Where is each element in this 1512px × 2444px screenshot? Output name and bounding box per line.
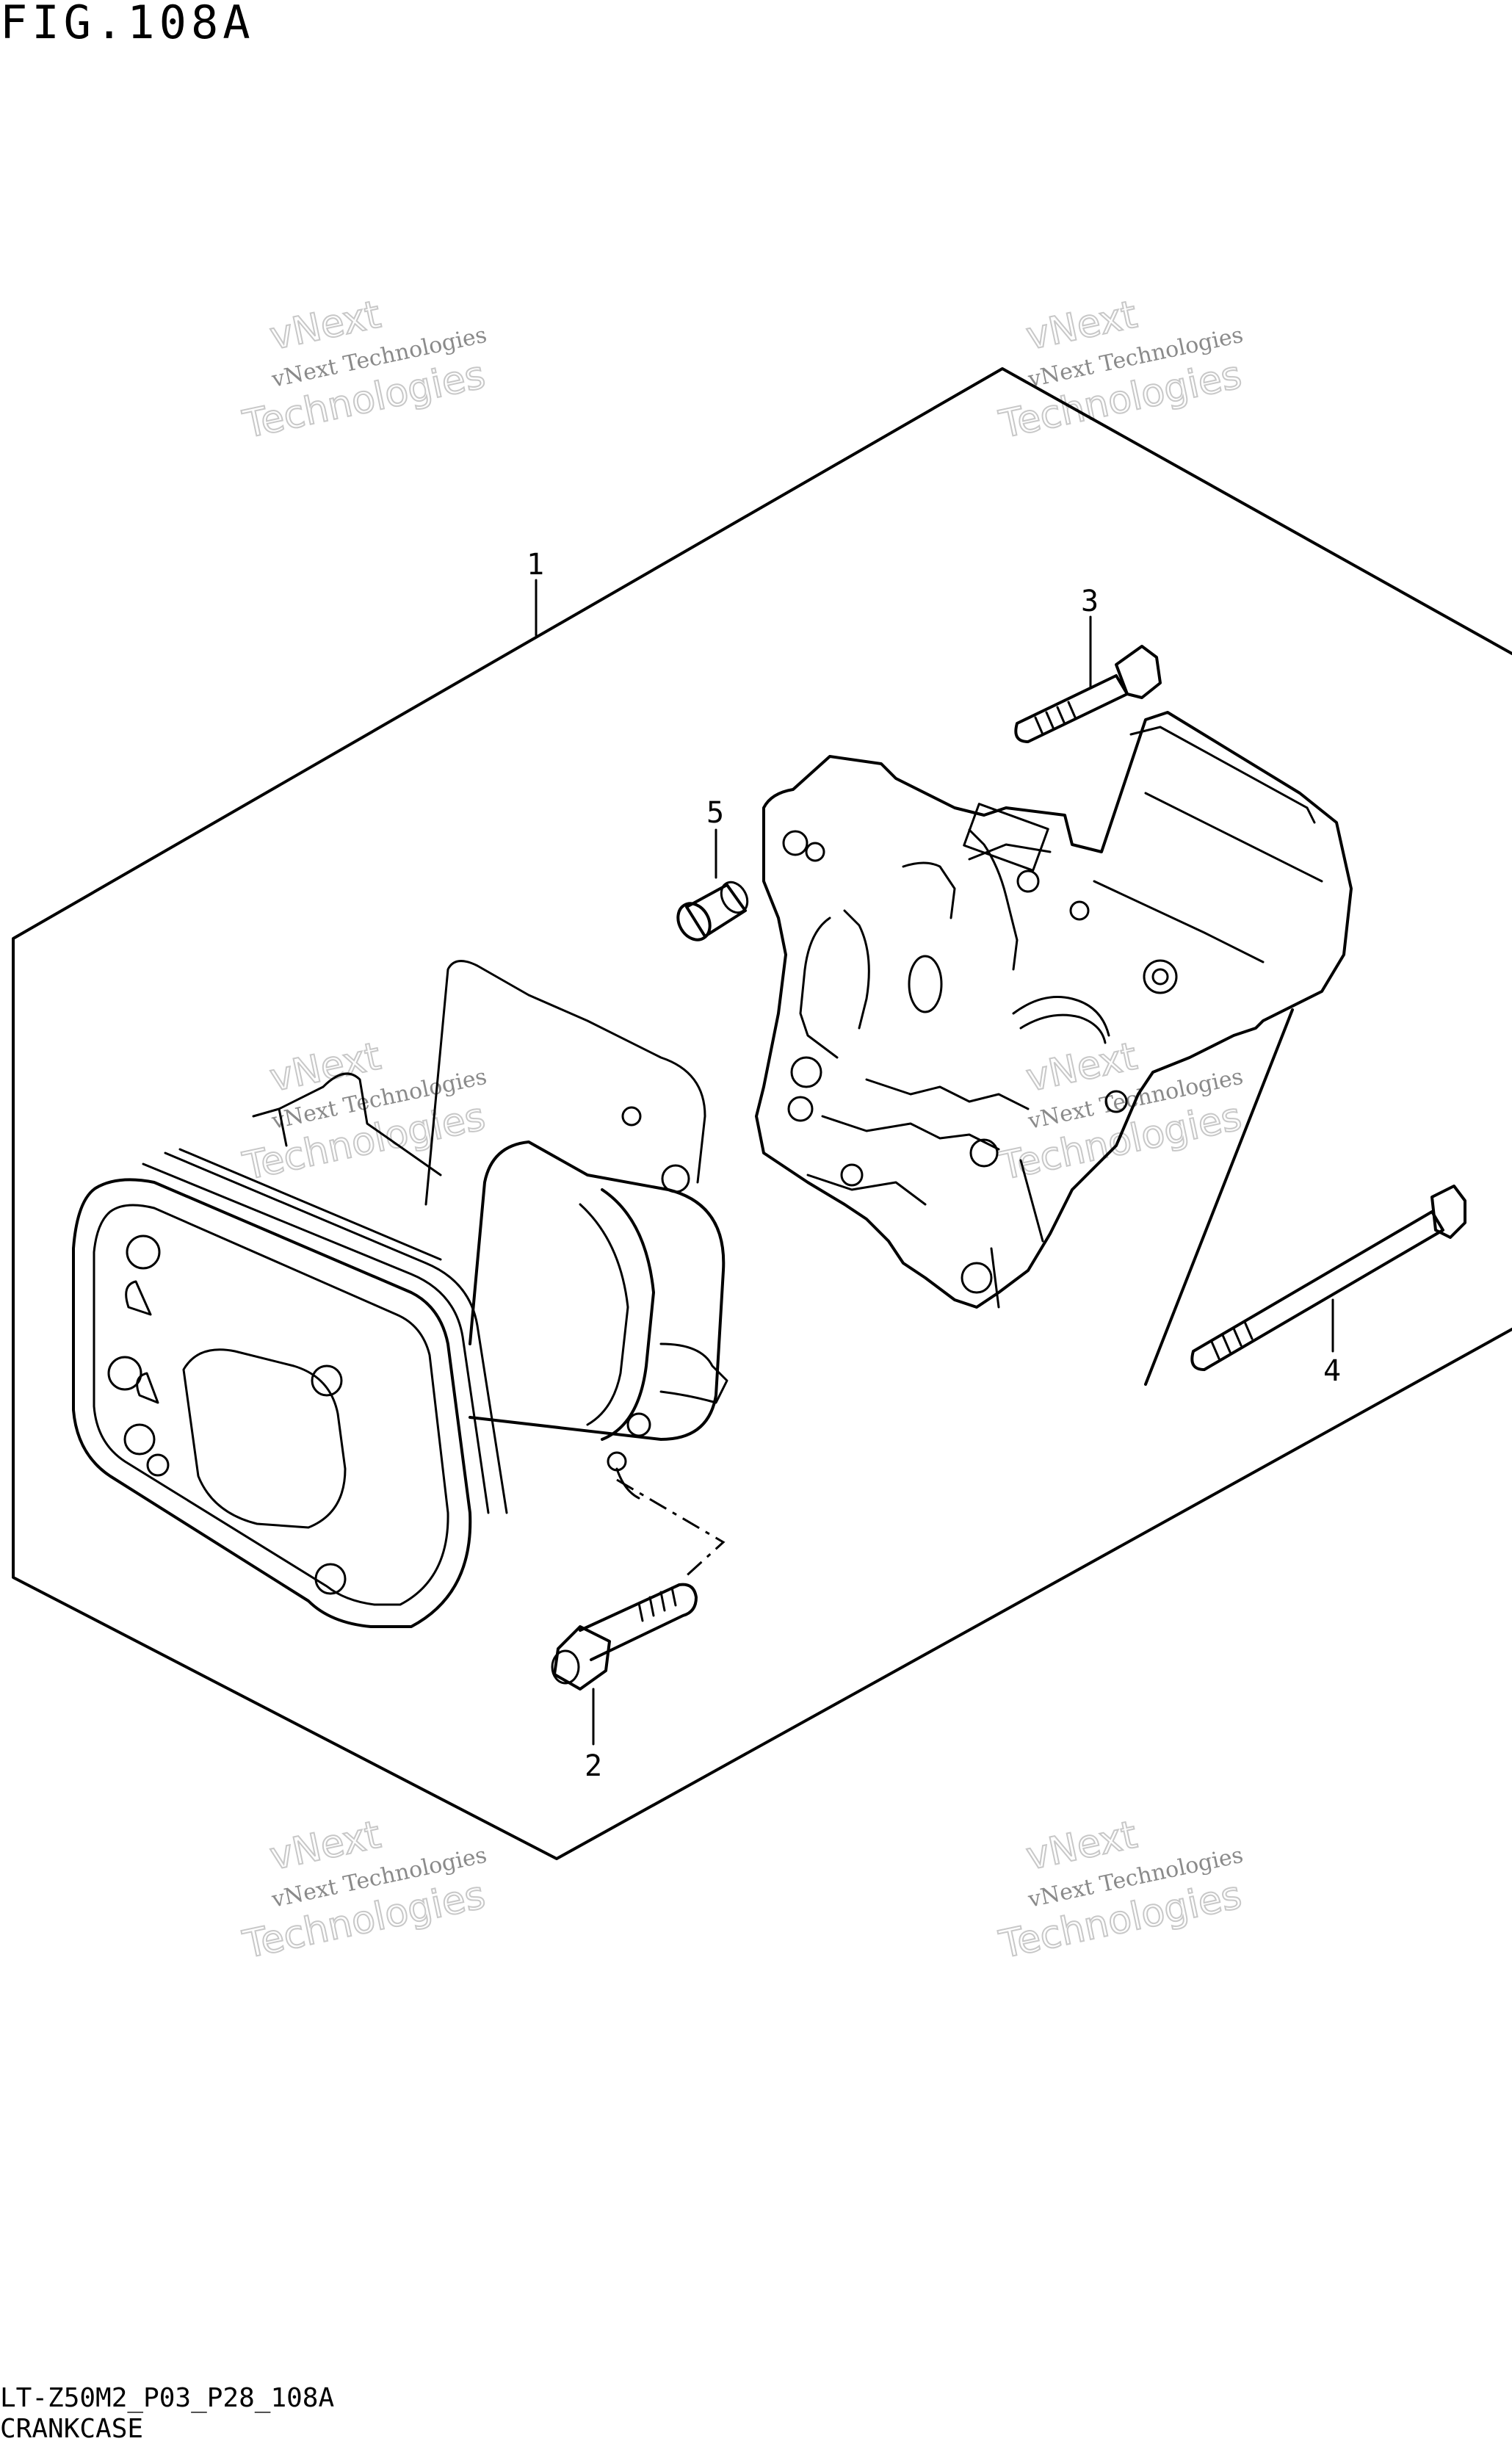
bolt-2 — [551, 1583, 698, 1746]
callout-4: 4 — [1323, 1354, 1341, 1388]
watermark-bottom-left: vNext vNext Technologies Technologies — [239, 1812, 490, 1968]
dowel-pin-5 — [676, 828, 749, 941]
bolt-4 — [1144, 1008, 1466, 1386]
assembly-boundary — [12, 367, 1512, 1860]
drawing-name: CRANKCASE — [0, 2414, 144, 2444]
watermark-top-left: vNext vNext Technologies Technologies — [239, 292, 490, 448]
right-crankcase-half — [755, 711, 1353, 1309]
watermark-bottom-right: vNext vNext Technologies Technologies — [995, 1812, 1246, 1968]
callout-1: 1 — [527, 548, 544, 582]
watermark-mid-right: vNext vNext Technologies Technologies — [995, 1033, 1246, 1190]
callout-5: 5 — [706, 796, 724, 830]
watermark-top-right: vNext vNext Technologies Technologies — [995, 292, 1246, 448]
bolt-2-leader — [616, 1478, 726, 1580]
drawing-code: LT-Z50M2_P03_P28_108A — [0, 2383, 335, 2413]
figure-title: FIG.108A — [0, 0, 255, 49]
bolt-3 — [1014, 615, 1162, 743]
left-crankcase-half — [72, 960, 728, 1628]
callout-2: 2 — [585, 1749, 602, 1783]
watermark-mid-left: vNext vNext Technologies Technologies — [239, 1033, 490, 1190]
callout-3: 3 — [1081, 585, 1099, 618]
